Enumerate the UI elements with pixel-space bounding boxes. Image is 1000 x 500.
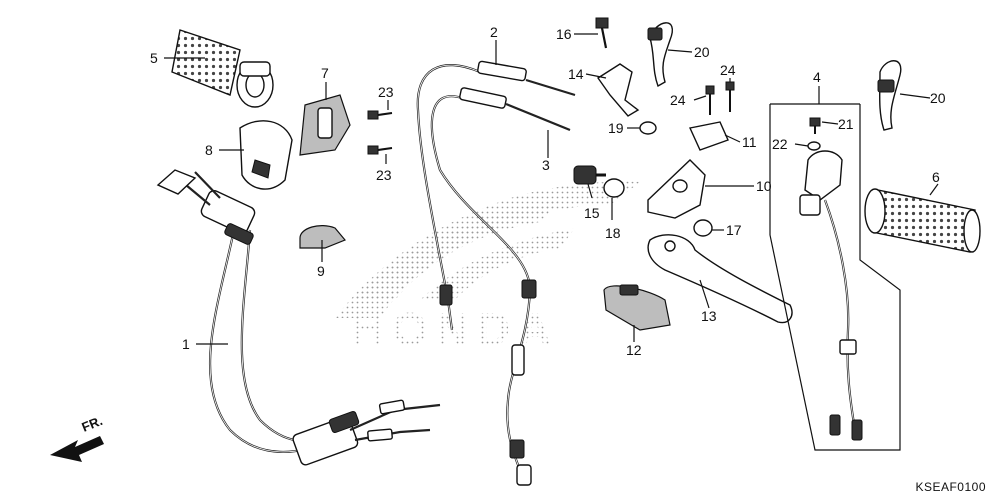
part-15-adjuster	[573, 165, 606, 185]
callout-3: 3	[542, 157, 550, 173]
part-9-cable-guide	[299, 225, 346, 249]
callout-7: 7	[321, 65, 329, 81]
callout-11: 11	[742, 134, 757, 150]
part-17-nut	[693, 219, 713, 237]
callout-20-right: 20	[930, 90, 946, 106]
part-5-throttle-grip	[171, 29, 274, 108]
callout-17: 17	[726, 222, 742, 238]
part-8-throttle-housing-cover	[239, 120, 293, 190]
callout-1: 1	[182, 336, 190, 352]
callout-21: 21	[838, 116, 854, 132]
part-18-nut	[603, 178, 625, 198]
part-24-bolts	[705, 81, 735, 115]
callout-2: 2	[490, 24, 498, 40]
diagram-reference-code: KSEAF0100	[915, 480, 986, 494]
callout-10: 10	[756, 178, 772, 194]
honda-wing-watermark	[335, 181, 640, 318]
callout-22: 22	[772, 136, 788, 152]
part-14-bracket	[597, 63, 640, 117]
callout-numbers: 1 2 3 4 5 6 7 8 9 10 11 12 13 14 15 16 1…	[150, 24, 946, 358]
part-19-washer	[639, 121, 657, 135]
callout-13: 13	[701, 308, 717, 324]
part-21-screw	[809, 117, 821, 134]
part-6-left-grip	[864, 188, 981, 253]
callout-23-upper: 23	[378, 84, 394, 100]
callout-15: 15	[584, 205, 600, 221]
callout-6: 6	[932, 169, 940, 185]
front-direction-arrow	[50, 436, 104, 462]
leader-lines	[164, 33, 939, 345]
part-2-3-cables	[416, 60, 576, 486]
callout-16: 16	[556, 26, 572, 42]
part-20-strap-upper	[647, 22, 673, 88]
callout-24-right: 24	[720, 62, 736, 78]
part-10-lever-holder	[647, 159, 706, 219]
callout-5: 5	[150, 50, 158, 66]
part-22-washer	[807, 141, 821, 151]
part-11-holder-clamp	[688, 121, 729, 151]
callout-12: 12	[626, 342, 642, 358]
part-7-throttle-housing	[299, 94, 351, 156]
part-16-bolt	[595, 17, 609, 49]
callout-8: 8	[205, 142, 213, 158]
callout-9: 9	[317, 263, 325, 279]
part-4-engine-stop-switch-group	[769, 103, 901, 451]
callout-4: 4	[813, 69, 821, 85]
callout-24-left: 24	[670, 92, 686, 108]
callout-18: 18	[605, 225, 621, 241]
part-23-bolts	[367, 110, 393, 155]
callout-23-lower: 23	[376, 167, 392, 183]
part-20-strap-right	[877, 60, 902, 131]
part-1-throttle-cables	[156, 169, 441, 466]
front-direction-label: FR.	[80, 413, 105, 435]
callout-19: 19	[608, 120, 624, 136]
part-13-clutch-lever	[647, 234, 793, 324]
part-12-hot-start-lever	[603, 284, 671, 331]
callout-20-upper: 20	[694, 44, 710, 60]
callout-14: 14	[568, 66, 584, 82]
